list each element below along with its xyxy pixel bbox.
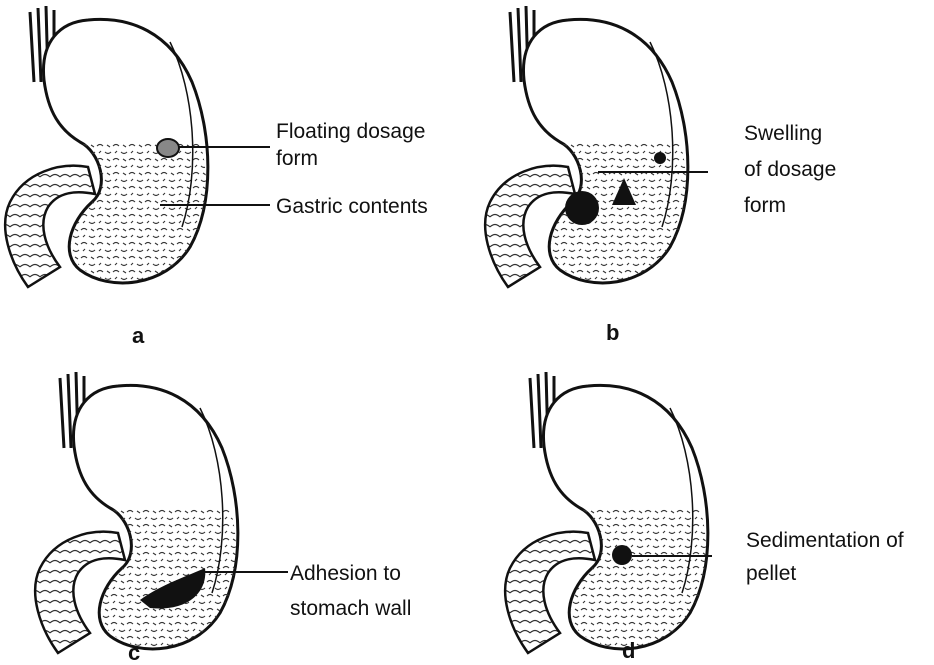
label-swelling-line3: form bbox=[744, 194, 786, 217]
stomach-illustration-c bbox=[35, 372, 238, 653]
floating-dosage-form-shape bbox=[157, 139, 179, 157]
label-swelling-line1: Swelling bbox=[744, 122, 822, 145]
label-adhesion-line1: Adhesion to bbox=[290, 562, 401, 585]
sedimented-pellet bbox=[612, 545, 632, 565]
label-sedimentation-line1: Sedimentation of bbox=[746, 529, 904, 552]
panel-letter-c: c bbox=[128, 640, 140, 665]
stomach-illustration-d bbox=[505, 372, 708, 653]
stomach-illustration-b bbox=[485, 6, 688, 287]
swollen-form-large bbox=[565, 191, 599, 225]
label-floating-dosage-line1: Floating dosage bbox=[276, 120, 425, 143]
panel-letter-b: b bbox=[606, 320, 619, 345]
label-swelling-line2: of dosage bbox=[744, 158, 836, 181]
label-sedimentation-line2: pellet bbox=[746, 562, 796, 585]
label-floating-dosage-line2: form bbox=[276, 147, 318, 170]
label-adhesion-line2: stomach wall bbox=[290, 597, 411, 620]
panel-letter-d: d bbox=[622, 638, 635, 663]
label-gastric-contents: Gastric contents bbox=[276, 195, 428, 218]
swollen-form-small bbox=[654, 152, 666, 164]
panel-letter-a: a bbox=[132, 323, 145, 348]
panel-d: Sedimentation of pellet d bbox=[505, 372, 904, 663]
panel-a: Floating dosage form Gastric contents a bbox=[5, 6, 428, 348]
panel-b: Swelling of dosage form b bbox=[485, 6, 836, 345]
panel-c: Adhesion to stomach wall c bbox=[35, 372, 411, 665]
